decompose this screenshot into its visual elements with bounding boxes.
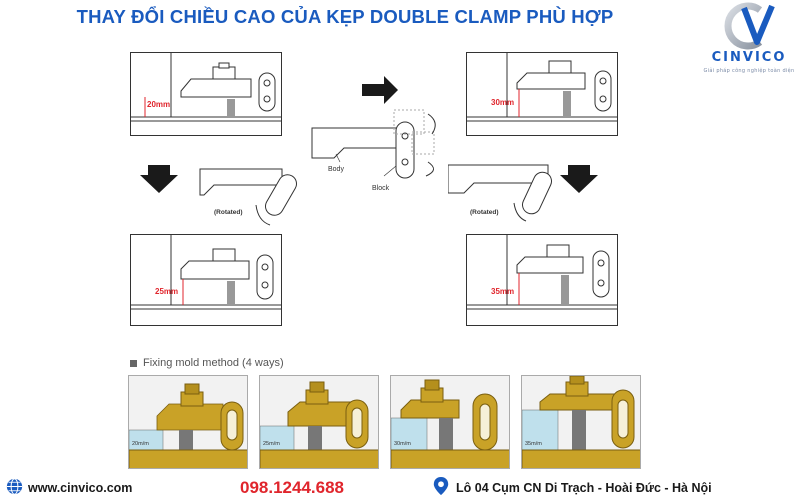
rotated-label-right: (Rotated) xyxy=(470,209,499,216)
photo-dimension-label: 25m/m xyxy=(263,441,280,447)
fixing-photo-20: 20m/m xyxy=(128,375,248,469)
rotated-left-drawing xyxy=(140,165,297,226)
clamp-30mm-drawing xyxy=(467,53,617,122)
rotated-right-drawing xyxy=(448,164,598,222)
fixing-section-title: Fixing mold method (4 ways) xyxy=(130,357,284,369)
fixing-photo-25: 25m/m xyxy=(259,375,379,469)
block-label: Block xyxy=(372,185,390,192)
fixing-section-text: Fixing mold method (4 ways) xyxy=(143,357,284,369)
clamp-photo-drawing xyxy=(129,383,247,468)
logo-name: CINVICO xyxy=(711,50,787,65)
clamp-photo-drawing xyxy=(260,381,378,468)
clamp-35mm-drawing xyxy=(467,235,617,310)
diagram-panel-30mm: 30mm xyxy=(466,52,618,136)
rotated-label-left: (Rotated) xyxy=(214,209,243,216)
phone-number[interactable]: 098.1244.688 xyxy=(240,478,344,497)
clamp-photo-drawing xyxy=(522,376,640,468)
body-label: Body xyxy=(328,166,344,173)
photo-dimension-label: 20m/m xyxy=(132,441,149,447)
dimension-label: 35mm xyxy=(491,287,515,296)
dimension-label: 20mm xyxy=(147,100,171,109)
arrow-right-icon xyxy=(362,76,398,104)
bullet-square-icon xyxy=(130,359,137,367)
photo-dimension-label: 30m/m xyxy=(394,441,411,447)
arrow-down-icon xyxy=(560,165,598,193)
logo-tagline: Giải pháp công nghiệp toàn diện xyxy=(703,68,795,74)
fixing-photo-30: 30m/m xyxy=(390,375,510,469)
fixing-photo-35: 35m/m xyxy=(521,375,641,469)
clamp-25mm-drawing xyxy=(131,235,281,310)
photo-dimension-label: 35m/m xyxy=(525,441,542,447)
diagram-panel-35mm: 35mm xyxy=(466,234,618,326)
page-title: THAY ĐỔI CHIỀU CAO CỦA KẸP DOUBLE CLAMP … xyxy=(76,6,614,27)
dimension-label: 30mm xyxy=(491,98,515,107)
website-link[interactable]: www.cinvico.com xyxy=(28,481,133,495)
clamp-20mm-drawing xyxy=(131,53,281,122)
dimension-label: 25mm xyxy=(155,287,179,296)
globe-icon xyxy=(6,478,23,495)
location-pin-icon xyxy=(433,477,449,495)
arrow-down-icon xyxy=(140,165,178,193)
clamp-photo-drawing xyxy=(391,379,509,468)
center-assembly-drawing xyxy=(311,76,436,179)
diagram-panel-20mm: 20mm xyxy=(130,52,282,136)
cinvico-logo: CINVICO Giải pháp công nghiệp toàn diện xyxy=(700,2,798,82)
footer: www.cinvico.com 098.1244.688 Lô 04 Cụm C… xyxy=(0,474,800,500)
diagram-panel-25mm: 25mm xyxy=(130,234,282,326)
address-text: Lô 04 Cụm CN Di Trạch - Hoài Đức - Hà Nộ… xyxy=(456,481,712,495)
logo-mark-icon xyxy=(724,2,775,50)
